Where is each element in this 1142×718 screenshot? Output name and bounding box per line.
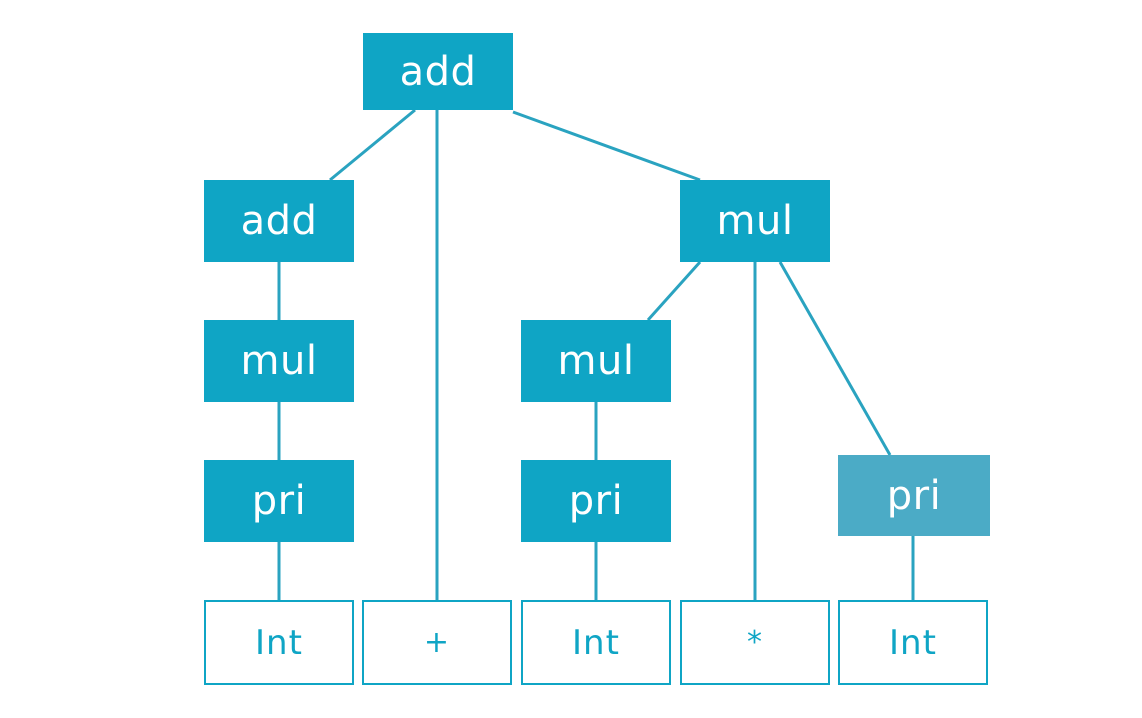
tree-node-root-add[interactable]: add	[363, 33, 513, 110]
tree-node-term-int-2[interactable]: Int	[521, 600, 671, 685]
tree-node-label: mul	[240, 338, 318, 384]
tree-node-label: mul	[716, 198, 794, 244]
tree-node-term-int-1[interactable]: Int	[204, 600, 354, 685]
tree-node-label: mul	[557, 338, 635, 384]
tree-node-label: +	[423, 624, 451, 660]
edge-right-mul-to-mid-mul	[646, 260, 702, 322]
tree-node-term-star[interactable]: *	[680, 600, 830, 685]
tree-node-label: add	[240, 198, 318, 244]
tree-node-label: add	[399, 48, 477, 95]
tree-node-term-int-3[interactable]: Int	[838, 600, 988, 685]
tree-node-label: pri	[568, 478, 624, 524]
tree-node-left-pri[interactable]: pri	[204, 460, 354, 542]
tree-node-left-mul[interactable]: mul	[204, 320, 354, 402]
tree-node-right-pri[interactable]: pri	[838, 455, 990, 536]
tree-node-left-add[interactable]: add	[204, 180, 354, 262]
tree-node-term-plus[interactable]: +	[362, 600, 512, 685]
tree-node-label: *	[747, 624, 763, 660]
tree-node-label: pri	[251, 478, 307, 524]
tree-node-label: pri	[886, 472, 942, 519]
tree-node-label: Int	[572, 622, 620, 663]
edge-right-mul-to-right-pri	[778, 261, 892, 456]
tree-node-right-mul[interactable]: mul	[680, 180, 830, 262]
tree-node-label: Int	[889, 622, 937, 663]
edge-root-add-to-right-mul	[512, 110, 701, 182]
tree-node-mid-mul[interactable]: mul	[521, 320, 671, 402]
tree-node-mid-pri[interactable]: pri	[521, 460, 671, 542]
edge-root-add-to-left-add	[329, 108, 416, 182]
tree-node-label: Int	[255, 622, 303, 663]
